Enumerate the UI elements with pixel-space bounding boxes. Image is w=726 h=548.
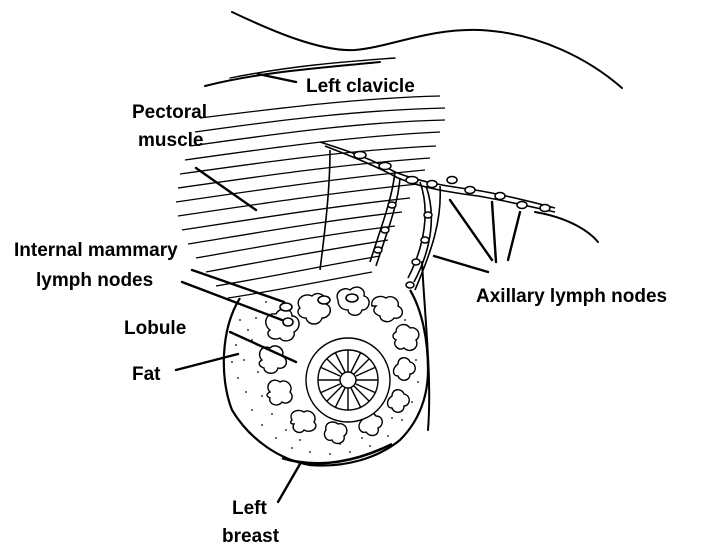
label-internal-line1: Internal mammary — [14, 240, 178, 262]
central-lobule — [306, 338, 390, 422]
label-pectoral-line1: Pectoral — [132, 102, 207, 124]
torso-side-outline — [535, 212, 598, 242]
label-fat: Fat — [132, 364, 161, 386]
leader-lines — [176, 74, 520, 502]
label-breast-line1: Left — [232, 498, 267, 520]
label-internal-line2: lymph nodes — [36, 270, 153, 292]
label-left-clavicle: Left clavicle — [306, 76, 415, 98]
label-lobule: Lobule — [124, 318, 186, 340]
shoulder-outline — [232, 12, 622, 88]
label-breast-line2: breast — [222, 526, 279, 548]
label-axillary-lymph-nodes: Axillary lymph nodes — [476, 286, 667, 308]
label-pectoral-line2: muscle — [138, 130, 203, 152]
pectoral-muscle — [176, 96, 445, 298]
